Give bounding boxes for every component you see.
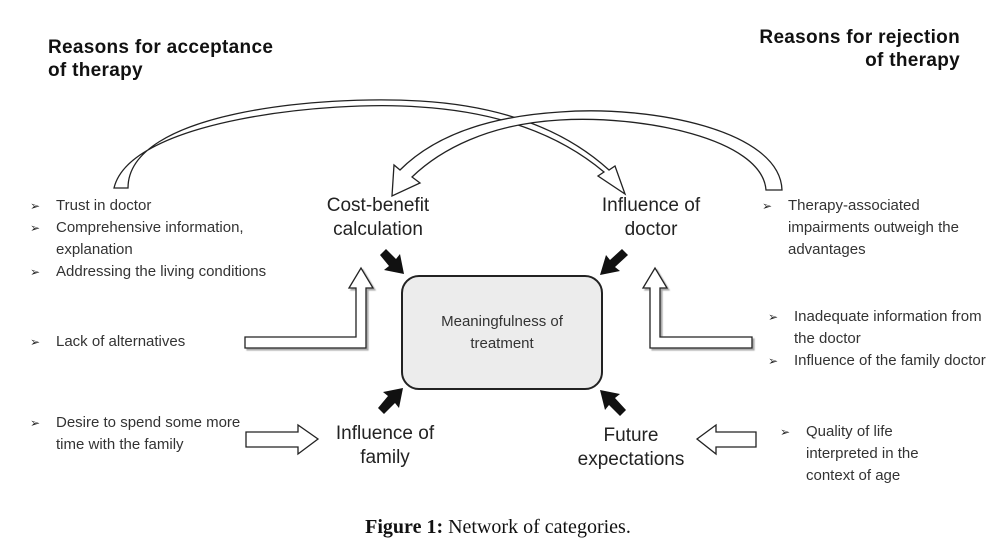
meaningfulness-of-treatment-box: Meaningfulness of treatment: [401, 275, 603, 390]
l-arrow-lack-of-alternatives: [244, 266, 375, 349]
bullet-arrow-icon: ➢: [780, 425, 791, 439]
bullet-arrow-icon: ➢: [30, 221, 41, 235]
list-item: ➢Trust in doctor: [30, 195, 270, 217]
l-arrow-inadequate-information: [641, 266, 753, 349]
solid-arrow-family: [378, 388, 403, 414]
curved-arrow-acceptance-to-doctor: [113, 99, 627, 196]
list-item: ➢Influence of the family doctor: [768, 350, 996, 372]
list-item: ➢Addressing the living conditions: [30, 261, 270, 283]
rejection-heading: Reasons for rejection of therapy: [759, 27, 960, 71]
list-item: ➢Desire to spend some more time with the…: [30, 414, 241, 453]
block-arrow-to-family: [245, 423, 320, 456]
bullet-arrow-icon: ➢: [768, 354, 779, 368]
list-item: ➢Therapy-associated impairments outweigh…: [762, 197, 959, 258]
bullet-arrow-icon: ➢: [768, 310, 779, 324]
rejection-reasons-group-3: ➢Quality of life interpreted in the cont…: [780, 421, 950, 487]
center-label: Meaningfulness of treatment: [441, 312, 563, 352]
solid-arrow-future: [600, 390, 626, 416]
bullet-arrow-icon: ➢: [30, 335, 41, 349]
block-arrow-to-future: [695, 423, 757, 456]
caption-text: Network of categories.: [443, 516, 631, 538]
solid-arrow-costbenefit: [380, 249, 404, 274]
acceptance-reasons-group-3: ➢Desire to spend some more time with the…: [30, 412, 245, 456]
node-future-expectations: Future expectations: [577, 425, 685, 470]
node-cost-benefit: Cost-benefit calculation: [326, 195, 430, 240]
acceptance-reasons-group-2: ➢Lack of alternatives: [30, 331, 250, 353]
list-item: ➢Quality of life interpreted in the cont…: [780, 423, 919, 484]
bullet-arrow-icon: ➢: [30, 199, 41, 213]
rejection-reasons-group-2: ➢Inadequate information from the doctor …: [768, 306, 996, 372]
list-item: ➢Comprehensive information, explanation: [30, 219, 244, 258]
solid-arrow-doctor: [600, 249, 628, 275]
bullet-arrow-icon: ➢: [762, 199, 773, 213]
rejection-reasons-group-1: ➢Therapy-associated impairments outweigh…: [762, 195, 982, 261]
list-item: ➢Lack of alternatives: [30, 331, 250, 353]
bullet-arrow-icon: ➢: [30, 416, 41, 430]
caption-label: Figure 1:: [365, 516, 444, 538]
acceptance-reasons-group-1: ➢Trust in doctor ➢Comprehensive informat…: [30, 195, 270, 283]
acceptance-heading: Reasons for acceptance of therapy: [48, 37, 274, 81]
node-influence-of-doctor: Influence of doctor: [601, 195, 701, 240]
curved-arrow-rejection-to-costbenefit: [391, 110, 783, 198]
bullet-arrow-icon: ➢: [30, 265, 41, 279]
node-influence-of-family: Influence of family: [335, 423, 435, 468]
list-item: ➢Inadequate information from the doctor: [768, 308, 982, 347]
figure-caption: Figure 1: Network of categories.: [0, 516, 996, 539]
